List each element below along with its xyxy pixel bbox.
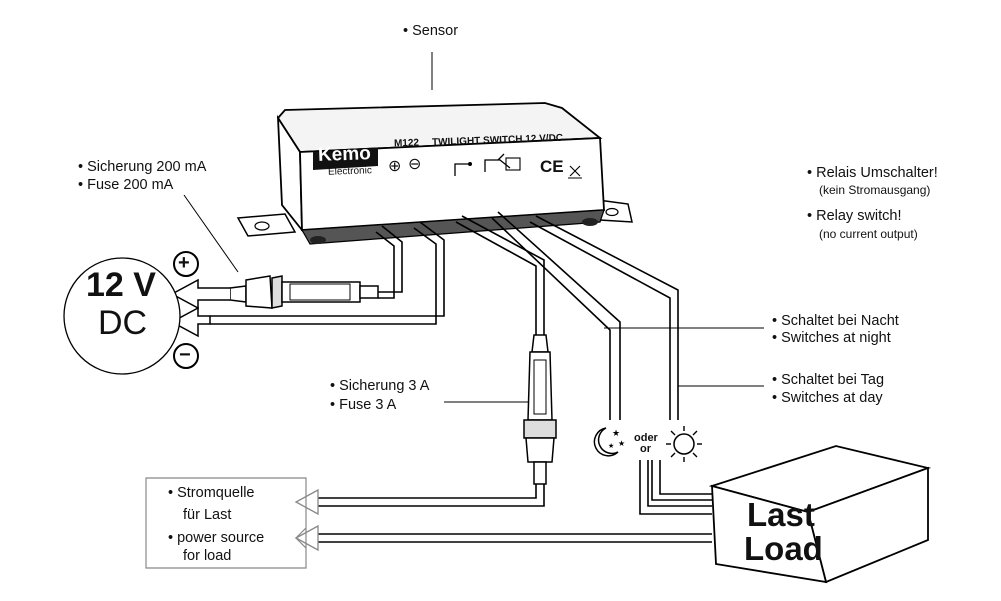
fuse-holder-3a (523, 334, 557, 485)
source-box-outline (145, 477, 307, 569)
bullet: • (772, 390, 778, 406)
relay-text-de: Relais Umschalter! (816, 165, 938, 181)
moon-stars-icon: ★ ★ ★ (593, 427, 625, 457)
load-text-de: Last (747, 496, 815, 533)
dc-label: DC (98, 304, 148, 342)
device-model: M122 (393, 137, 420, 150)
day-label-de: • Schaltet bei Tag (772, 371, 884, 389)
bullet: • (168, 530, 174, 546)
fuse-200ma-pointer (183, 194, 239, 273)
bullet: • (330, 378, 336, 394)
bullet: • (78, 177, 84, 193)
bullet: • (772, 372, 778, 388)
relay-note-en: (no current output) (819, 227, 918, 241)
fuse-holder-200ma (229, 275, 379, 309)
fuse-3a-text-en: Fuse 3 A (339, 397, 397, 413)
ce-mark: CE (540, 157, 564, 176)
source-text-3: power source (177, 530, 265, 546)
night-text-de: Schaltet bei Nacht (781, 313, 899, 329)
fuse-200ma-text-en: Fuse 200 mA (87, 177, 174, 193)
bullet: • (403, 23, 409, 39)
minus-sign: − (179, 344, 191, 366)
source-wires (318, 484, 712, 543)
source-line-4: for load (183, 548, 232, 564)
bullet: • (78, 159, 84, 175)
bullet: • (807, 208, 813, 224)
sensor-label: • Sensor (403, 22, 458, 40)
device-housing (236, 102, 633, 245)
voltage-label: 12 V (86, 266, 156, 304)
source-line-3: • power source (168, 529, 264, 547)
plus-sign: + (178, 252, 190, 274)
minus-terminal-icon (173, 343, 199, 369)
fuse-200ma-label-de: • Sicherung 200 mA (78, 158, 206, 176)
sensor-text: Sensor (412, 23, 459, 39)
or-label: or (640, 443, 651, 455)
bullet: • (772, 330, 778, 346)
relay-label-de: • Relais Umschalter! (807, 164, 938, 182)
svg-text:★: ★ (608, 442, 614, 450)
svg-text:★: ★ (618, 439, 625, 448)
day-text-de: Schaltet bei Tag (781, 372, 885, 388)
bullet: • (330, 397, 336, 413)
day-text-en: Switches at day (781, 390, 883, 406)
device-plus-symbol: ⊕ (388, 158, 402, 175)
relay-text-en: Relay switch! (816, 208, 902, 224)
load-box (708, 445, 932, 584)
source-line-1: • Stromquelle (168, 484, 254, 502)
fuse-3a-label-de: • Sicherung 3 A (330, 377, 429, 395)
night-label-de: • Schaltet bei Nacht (772, 312, 899, 330)
sun-icon (666, 426, 702, 462)
device-brand: Kemo (317, 143, 372, 166)
bullet: • (772, 313, 778, 329)
source-arrows (294, 488, 319, 552)
power-arrows (170, 278, 230, 338)
bullet: • (168, 485, 174, 501)
power-source-circle (63, 257, 181, 375)
night-label-en: • Switches at night (772, 329, 891, 347)
fuse-3a-text-de: Sicherung 3 A (339, 378, 430, 394)
device-wires (210, 211, 679, 420)
relay-note-de: (kein Stromausgang) (819, 183, 931, 197)
night-text-en: Switches at night (781, 330, 891, 346)
fuse-200ma-text-de: Sicherung 200 mA (87, 159, 207, 175)
day-label-en: • Switches at day (772, 389, 883, 407)
relay-label-en: • Relay switch! (807, 207, 902, 225)
source-line-2: für Last (183, 507, 232, 523)
oder-label: oder (634, 432, 658, 444)
bullet: • (807, 165, 813, 181)
load-text-en: Load (744, 530, 823, 567)
device-minus-symbol: ⊖ (408, 156, 422, 173)
load-wires (639, 460, 712, 515)
device-brand-sub: Electronic (327, 165, 373, 178)
plus-terminal-icon (173, 251, 199, 277)
fuse-3a-label-en: • Fuse 3 A (330, 396, 396, 414)
svg-text:★: ★ (612, 429, 620, 439)
fuse-200ma-label-en: • Fuse 200 mA (78, 176, 173, 194)
source-text-1: Stromquelle (177, 485, 255, 501)
